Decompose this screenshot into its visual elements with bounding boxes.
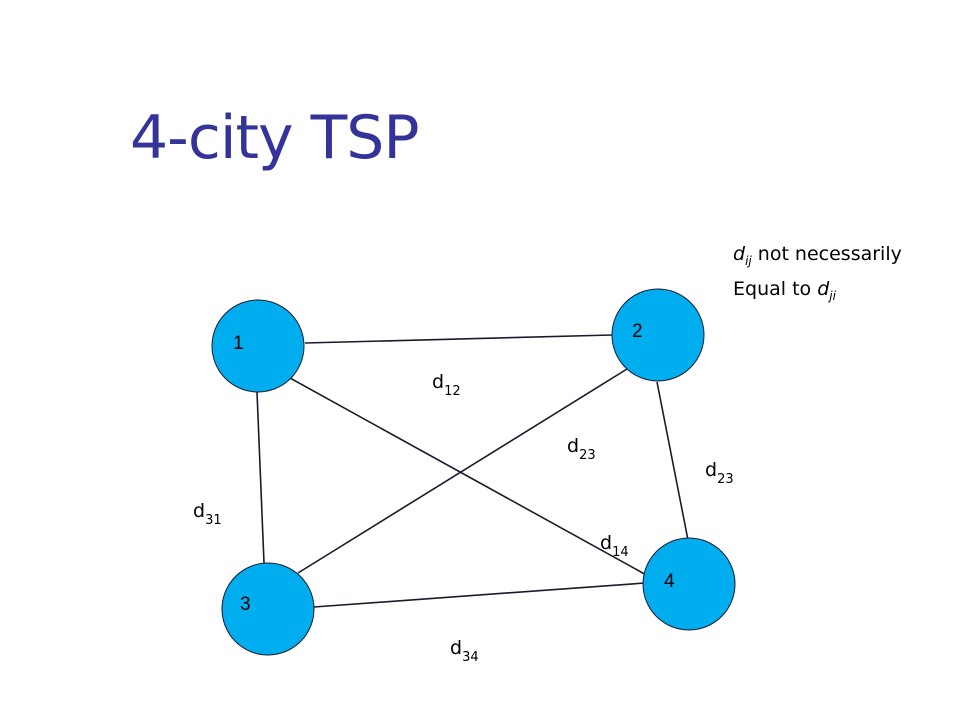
note-line-2: Equal to dji <box>733 277 836 303</box>
node-label-1: 1 <box>233 333 244 354</box>
edge-label-1-4: d14 <box>600 532 629 560</box>
note-line-1: dij not necessarily <box>733 243 902 268</box>
node-label-4: 4 <box>664 571 675 592</box>
edge-3-4 <box>313 582 646 608</box>
edge-2-3 <box>297 368 628 574</box>
edge-2-4 <box>656 381 689 541</box>
edge-1-2 <box>304 334 613 344</box>
edge-1-4 <box>289 377 651 578</box>
node-label-2: 2 <box>632 321 643 342</box>
node-3 <box>221 562 315 656</box>
node-1 <box>211 299 305 393</box>
node-label-3: 3 <box>240 594 251 615</box>
asymmetry-note: dij not necessarily Equal to dji <box>733 240 902 310</box>
edge-label-2-4: d23 <box>705 459 734 487</box>
edge-label-1-2: d12 <box>432 371 461 399</box>
node-2 <box>611 288 705 382</box>
node-4 <box>642 537 736 631</box>
edge-label-1-3: d31 <box>193 500 222 528</box>
edge-label-3-4: d34 <box>450 637 479 665</box>
page-title: 4-city TSP <box>130 103 420 173</box>
edge-label-2-3: d23 <box>567 435 596 463</box>
edge-1-3 <box>256 391 265 564</box>
